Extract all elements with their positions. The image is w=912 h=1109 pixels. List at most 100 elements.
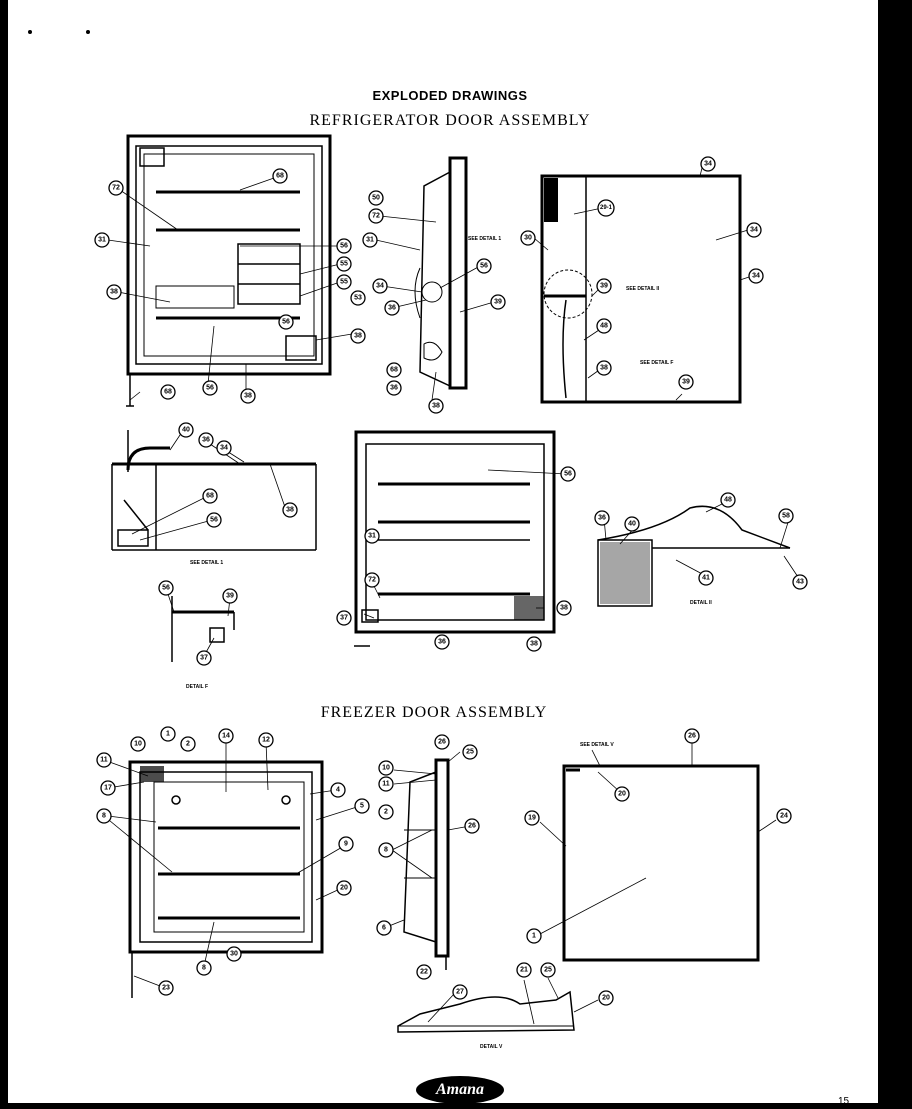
scan-border-left (0, 0, 8, 1109)
callout-label: 55 (340, 279, 348, 286)
callout-label: 56 (210, 517, 218, 524)
callout-label: 20 (602, 995, 610, 1002)
callout-label: 68 (164, 389, 172, 396)
scan-speck (86, 30, 90, 34)
hinge-detail-callouts: 40 36 34 38 68 56 SEE DETAIL 1 (178, 422, 298, 566)
freezer-panel (562, 764, 760, 962)
callout-label: 56 (480, 263, 488, 270)
scan-speck (28, 30, 32, 34)
callout-label: 41 (702, 575, 710, 582)
scan-border-bottom (0, 1103, 912, 1109)
callout-label: 72 (368, 577, 376, 584)
freezer-front-callouts: 1 10 2 14 12 11 17 4 5 8 9 20 8 23 30 (96, 726, 370, 996)
amana-logo: Amana (416, 1076, 504, 1104)
callout-label: 39 (226, 593, 234, 600)
callout-label: 30 (524, 235, 532, 242)
callout-label: 10 (134, 741, 142, 748)
callout-label: 56 (206, 385, 214, 392)
detail-v-callouts: 21 25 27 20 DETAIL V (452, 962, 614, 1050)
callout-label: 34 (752, 273, 760, 280)
callout-label: 1 (166, 731, 170, 738)
callout-label: 43 (796, 579, 804, 586)
callout-label: 39 (600, 283, 608, 290)
callout-label: 36 (202, 437, 210, 444)
callout-label: 20 (340, 885, 348, 892)
callout-label: 8 (102, 813, 106, 820)
callout-label: 36 (390, 385, 398, 392)
callout-label: 38 (354, 333, 362, 340)
freezer-panel-callouts: 26 20 19 24 1 SEE DETAIL V (524, 728, 792, 944)
callout-label: 50 (372, 195, 380, 202)
callout-label: 21 (520, 967, 528, 974)
see-detail-label: SEE DETAIL V (580, 742, 614, 748)
callout-label: 22 (420, 969, 428, 976)
refrigerator-inner-door (354, 430, 556, 647)
refrigerator-front-callouts: 72 31 38 68 56 55 55 53 56 38 56 38 68 (94, 168, 366, 404)
callout-label: 48 (724, 497, 732, 504)
detail-label: DETAIL II (690, 600, 712, 606)
leader-lines (103, 167, 801, 1025)
callout-label: 37 (200, 655, 208, 662)
refrigerator-section-title: REFRIGERATOR DOOR ASSEMBLY (309, 112, 591, 129)
callout-label: 5 (360, 803, 364, 810)
callout-label: 72 (372, 213, 380, 220)
callout-label: 2 (186, 741, 190, 748)
callout-label: 4 (336, 787, 340, 794)
callout-label: 6 (382, 925, 386, 932)
callout-label: 38 (286, 507, 294, 514)
callout-label: 34 (750, 227, 758, 234)
freezer-door-front (128, 760, 324, 998)
callout-label: 10 (382, 765, 390, 772)
detail-label: DETAIL F (186, 684, 208, 690)
callout-label: 68 (276, 173, 284, 180)
callout-label: 23 (162, 985, 170, 992)
callout-label: 25 (466, 749, 474, 756)
callout-label: 31 (366, 237, 374, 244)
callout-label: 37 (340, 615, 348, 622)
freezer-door-side (403, 758, 450, 970)
callout-label: 29-1 (600, 205, 613, 211)
callout-label: 58 (782, 513, 790, 520)
detail-2-callouts: 36 40 48 58 41 43 DETAIL II (594, 492, 808, 606)
callout-label: 40 (182, 427, 190, 434)
callout-label: 53 (354, 295, 362, 302)
inner-door-callouts: 56 31 72 37 36 38 38 (336, 466, 576, 652)
callout-label: 12 (262, 737, 270, 744)
callout-label: 55 (340, 261, 348, 268)
callout-label: 8 (202, 965, 206, 972)
callout-label: 1 (532, 933, 536, 940)
callout-label: 20 (618, 791, 626, 798)
callout-label: 38 (110, 289, 118, 296)
callout-label: 38 (432, 403, 440, 410)
callout-label: 34 (704, 161, 712, 168)
callout-label: 26 (438, 739, 446, 746)
callout-label: 14 (222, 733, 230, 740)
callout-label: 11 (382, 781, 390, 788)
callout-label: 31 (368, 533, 376, 540)
callout-label: 2 (384, 809, 388, 816)
callout-label: 40 (628, 521, 636, 528)
svg-text:Amana: Amana (435, 1081, 484, 1098)
callout-label: 48 (600, 323, 608, 330)
detail-v-bracket (397, 990, 575, 1033)
callout-label: 19 (528, 815, 536, 822)
callout-label: 26 (468, 823, 476, 830)
callout-label: 34 (376, 283, 384, 290)
detail-2-hinge (597, 505, 791, 607)
callout-label: 30 (230, 951, 238, 958)
callout-label: 36 (388, 305, 396, 312)
callout-label: 56 (340, 243, 348, 250)
callout-label: 9 (344, 841, 348, 848)
freezer-section-title: FREEZER DOOR ASSEMBLY (320, 704, 548, 721)
freezer-side-callouts: 26 25 10 11 2 8 6 26 22 (376, 734, 480, 980)
callout-label: 11 (100, 757, 108, 764)
detail-label: DETAIL V (480, 1044, 503, 1050)
detail-f-callouts: 56 39 37 DETAIL F (158, 580, 238, 690)
refrigerator-panel-callouts: 34 30 29-1 34 34 39 48 38 39 SEE DETAIL … (520, 156, 764, 390)
callout-label: 17 (104, 785, 112, 792)
callout-label: 25 (544, 967, 552, 974)
scan-border-right (878, 0, 912, 1109)
page-number: 15 (838, 1096, 850, 1107)
callout-label: 72 (112, 185, 120, 192)
